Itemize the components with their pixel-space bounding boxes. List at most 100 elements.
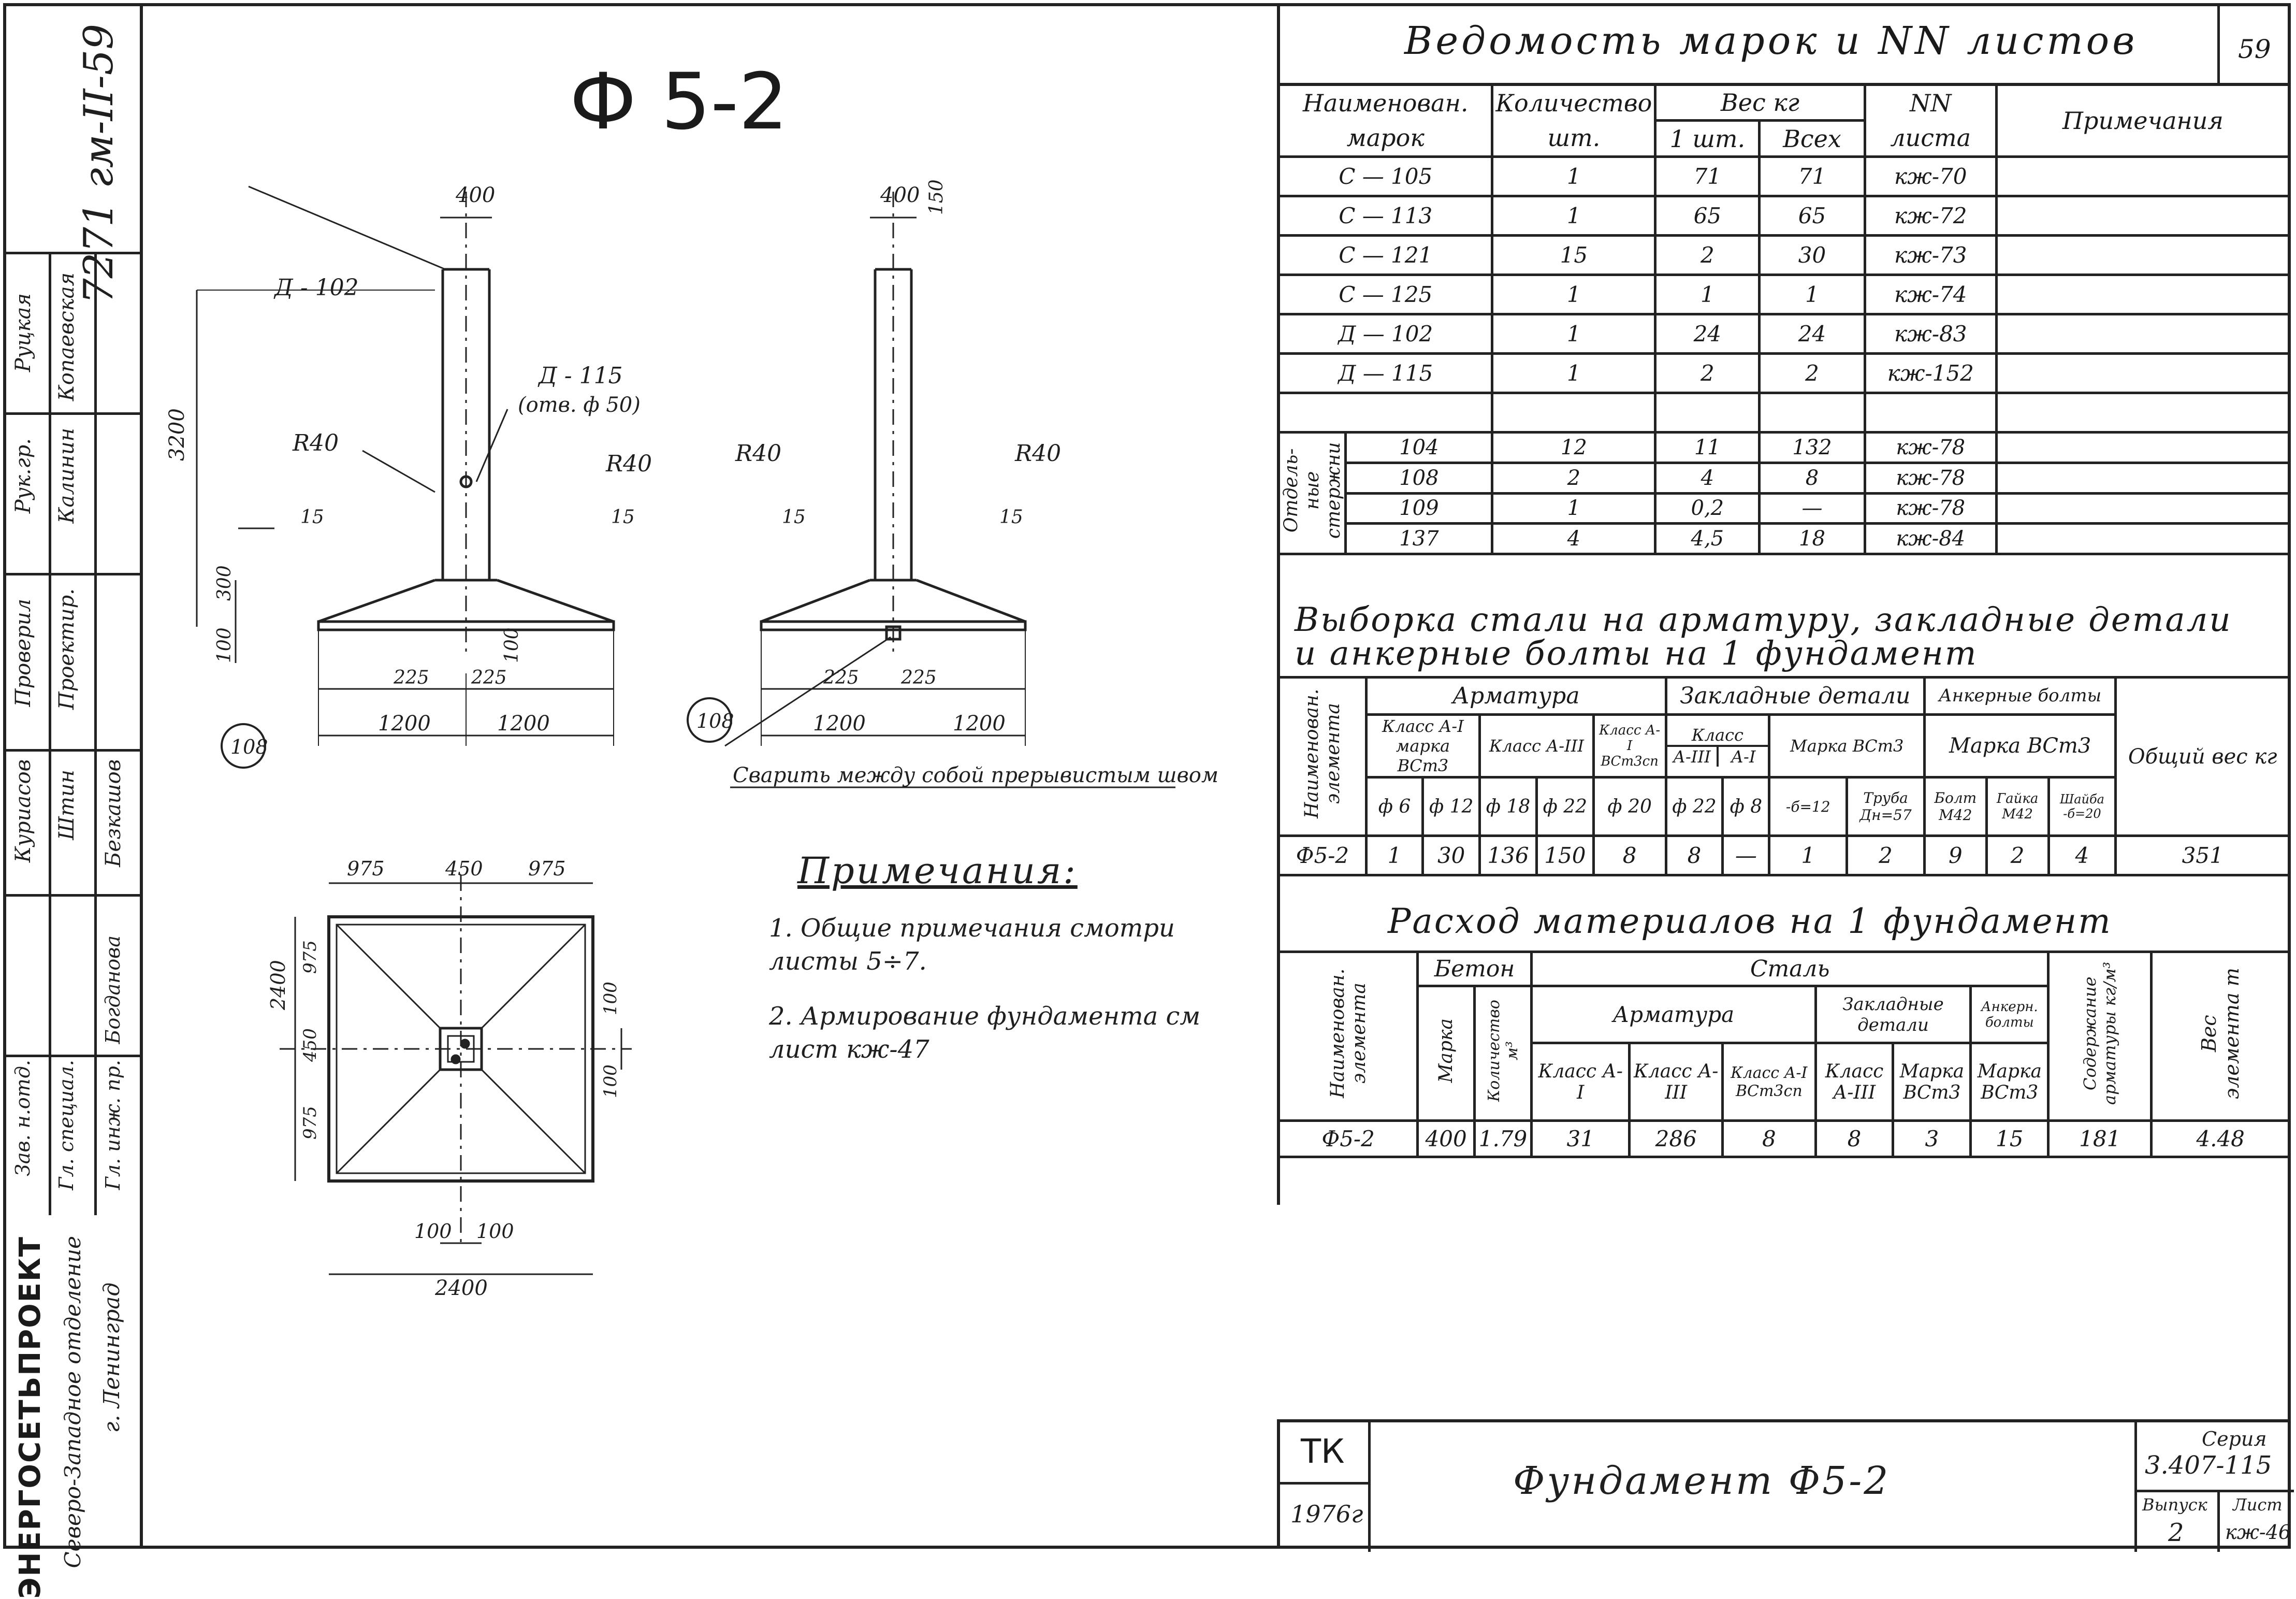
- mh-name2: марок: [1277, 120, 1494, 158]
- cell-qty: 1: [1491, 195, 1657, 237]
- mat-val: 15: [1969, 1119, 2050, 1158]
- tb-name: Фундамент Ф5-2: [1513, 1459, 1891, 1503]
- steel-sub-zk-label: Класс: [1691, 725, 1743, 745]
- left-stamp-strip: 7271 гм-II-59 Руцкая Копаевская Рук.гр. …: [3, 3, 143, 1599]
- cell-sheet: кж-78: [1863, 431, 1998, 464]
- title-block: ТК 1976г Фундамент Ф5-2 Серия 3.407-115 …: [1277, 1419, 2294, 1552]
- materials-table: Наименован. элемента Бетон Сталь Содержа…: [1277, 950, 2291, 1158]
- steel-val: 30: [1421, 834, 1481, 876]
- cell-sheet: кж-78: [1863, 461, 1998, 495]
- cell-sheet: кж-83: [1863, 313, 1998, 355]
- cell-qty: 1: [1491, 273, 1657, 315]
- cell-note: [1995, 352, 2291, 394]
- dim-15-c: 15: [782, 507, 806, 528]
- org-sub2: г. Ленинград: [99, 1283, 124, 1433]
- cell-note: [1995, 155, 2291, 197]
- mat-val: 4.48: [2150, 1119, 2291, 1158]
- mat-zakl: Закладные детали: [1814, 985, 1972, 1044]
- plan-view: [280, 875, 632, 1275]
- steel-sub-a1b: Класс А-I ВСт3сп: [1592, 713, 1667, 779]
- mat-val: 3: [1892, 1119, 1972, 1158]
- dim-300: 300: [214, 565, 235, 601]
- steel-total: Общий вес кг: [2114, 676, 2291, 837]
- stamp-role-10: Гл. специал.: [55, 1060, 78, 1190]
- cell-qty: 12: [1491, 431, 1657, 464]
- cell-one: 1: [1654, 273, 1761, 315]
- steel-diam: ф 20: [1592, 776, 1667, 837]
- steel-val: 4: [2047, 834, 2117, 876]
- mat-val: 181: [2047, 1119, 2153, 1158]
- steel-sub-zk-mark: Марка ВСт3: [1768, 713, 1926, 779]
- steel-title-2: и анкерные болты на 1 фундамент: [1295, 635, 1978, 673]
- dim-225-b: 225: [471, 667, 507, 688]
- cell-all: 1: [1758, 273, 1866, 315]
- mat-val: 8: [1721, 1119, 1817, 1158]
- steel-diam: ф 18: [1478, 776, 1538, 837]
- mark-108-a: 108: [230, 736, 268, 758]
- cell-note: [1995, 492, 2291, 525]
- mat-val: 8: [1814, 1119, 1895, 1158]
- right-column-border: [1277, 3, 1280, 1205]
- dim-2400-b: 2400: [434, 1276, 488, 1300]
- weld-note: Сварить между собой прерывистым швом: [733, 764, 1218, 787]
- cell-one: 2: [1654, 234, 1761, 276]
- cell-sheet: кж-84: [1863, 522, 1998, 555]
- mh-note: Примечания: [1995, 83, 2291, 158]
- mat-col: Класс А-III: [1814, 1042, 1895, 1122]
- mat-col: Класс А-I ВСт3сп: [1721, 1042, 1817, 1122]
- tb-tk: ТК: [1301, 1433, 1345, 1471]
- table-row-empty: [1277, 392, 2291, 434]
- cell-sheet: кж-152: [1863, 352, 1998, 394]
- cell-qty: 2: [1491, 461, 1657, 495]
- mat-col: Марка ВСт3: [1892, 1042, 1972, 1122]
- mh-weight: Вес кг: [1654, 83, 1866, 122]
- cell-mark: Д — 115: [1277, 352, 1494, 394]
- steel-val: 9: [1923, 834, 1988, 876]
- dim-400-b: 400: [880, 183, 920, 207]
- notes-heading: Примечания:: [797, 849, 1078, 892]
- dim-15-d: 15: [999, 507, 1023, 528]
- stamp-role-11: Гл. инж. пр.: [101, 1060, 124, 1190]
- mat-armatura: Арматура: [1530, 985, 1817, 1044]
- steel-zakladnye: Закладные детали: [1664, 676, 1926, 716]
- stamp-role-5: Проектир.: [55, 588, 79, 710]
- mat-name-cell: Наименован. элемента: [1277, 950, 1419, 1122]
- cell-qty: 1: [1491, 352, 1657, 394]
- cell-one: 2: [1654, 352, 1761, 394]
- dim-100-b: 100: [501, 627, 522, 663]
- label-d115: Д - 115: [537, 363, 623, 389]
- stamp-role-4: Проверил: [11, 599, 35, 707]
- dim-975-c: 975: [300, 940, 321, 974]
- marks-table: Наименован. Количество Вес кг NN Примеча…: [1277, 83, 2291, 555]
- dim-100-e: 100: [414, 1220, 452, 1243]
- org-main: ЭНЕРГОСЕТЬПРОЕКТ: [13, 1236, 47, 1599]
- cell-one: 24: [1654, 313, 1761, 355]
- elevation-front: [196, 185, 615, 769]
- mh-qty2: шт.: [1491, 120, 1657, 158]
- cell-qty: 4: [1491, 522, 1657, 555]
- cell-one: 65: [1654, 195, 1761, 237]
- mat-marka: Марка: [1435, 1018, 1457, 1083]
- cell-sheet: кж-73: [1863, 234, 1998, 276]
- mat-col: Марка ВСт3: [1969, 1042, 2050, 1122]
- steel-val: 2: [1985, 834, 2050, 876]
- foundation-drawings: 400 400 3200 300 100 100 150 15 15 15 15…: [165, 179, 1218, 1300]
- materials-title: Расход материалов на 1 фундамент: [1388, 901, 2112, 941]
- dim-225-a: 225: [393, 667, 429, 688]
- tb-issue: 2: [2168, 1518, 2184, 1547]
- table-row: Ф5-2 400 1.79 31 286 8 8 3 15 181 4.48: [1277, 1119, 2291, 1158]
- cell-sheet: кж-78: [1863, 492, 1998, 525]
- mat-col: Класс А-III: [1628, 1042, 1724, 1122]
- mat-val: 1.79: [1473, 1119, 1533, 1158]
- dim-1200-d: 1200: [953, 712, 1006, 736]
- steel-val: 2: [1845, 834, 1926, 876]
- mat-ankern: Анкерн. болты: [1969, 985, 2050, 1044]
- dim-450-b: 450: [300, 1028, 321, 1062]
- rods-label: Отдель-ные стержни: [1280, 442, 1344, 539]
- mat-ves-cell: Вес элемента т: [2150, 950, 2291, 1122]
